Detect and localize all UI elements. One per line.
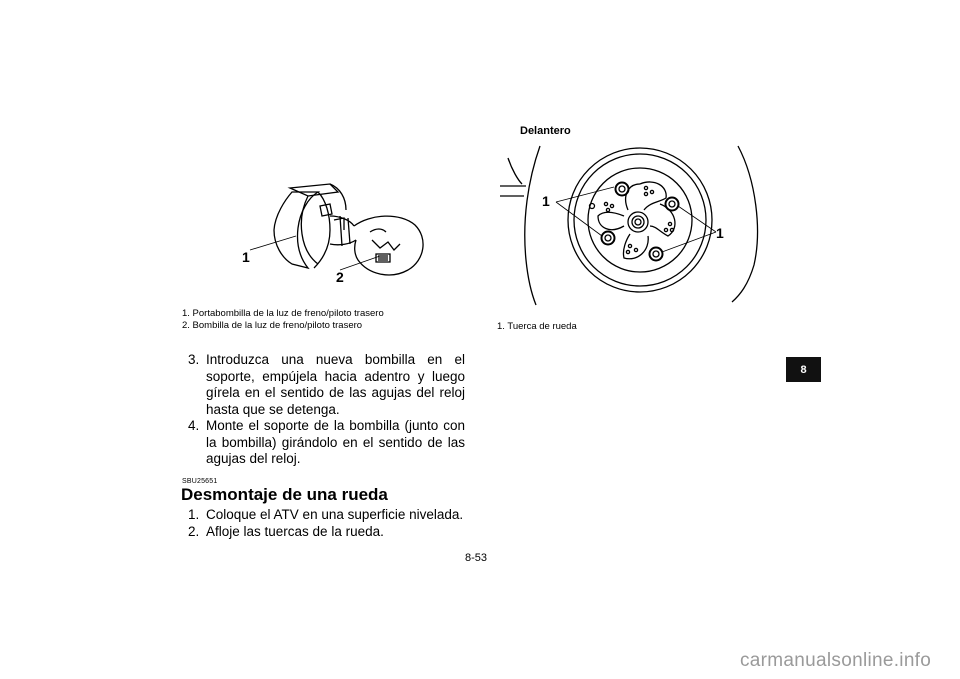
bulb-steps-list: 3. Introduzca una nueva bombilla en el s…	[182, 352, 465, 468]
step-number: 4.	[188, 418, 200, 433]
list-item: 4. Monte el soporte de la bombilla (junt…	[182, 418, 465, 468]
bulb-callout-1: 1	[242, 249, 250, 265]
step-number: 3.	[188, 352, 200, 367]
section-code: SBU25651	[182, 478, 218, 485]
step-text: Coloque el ATV en una superficie nivelad…	[206, 507, 464, 522]
caption-line: 1. Tuerca de rueda	[497, 321, 577, 332]
bulb-figure-caption: 1. Portabombilla de la luz de freno/pilo…	[182, 308, 472, 332]
section-title: Desmontaje de una rueda	[181, 485, 388, 504]
wheel-nuts-illustration: 1 1	[500, 145, 759, 306]
caption-line: 2. Bombilla de la luz de freno/piloto tr…	[182, 320, 363, 331]
list-item: 1. Coloque el ATV en una superficie nive…	[182, 507, 465, 524]
wheel-callout-right: 1	[716, 225, 724, 241]
wheel-steps-list: 1. Coloque el ATV en una superficie nive…	[182, 507, 465, 540]
bulb-callout-2: 2	[336, 269, 344, 285]
step-number: 2.	[188, 523, 200, 539]
wheel-figure-title: Delantero	[520, 125, 571, 137]
wheel-callout-left: 1	[542, 193, 550, 209]
wheel-figure-caption: 1. Tuerca de rueda	[497, 321, 747, 333]
caption-line: 1. Portabombilla de la luz de freno/pilo…	[182, 308, 384, 319]
step-text: Monte el soporte de la bombilla (junto c…	[206, 418, 465, 466]
footer-watermark: carmanualsonline.info	[740, 650, 932, 671]
step-text: Afloje las tuercas de la rueda.	[206, 523, 384, 539]
chapter-tab: 8	[786, 357, 821, 382]
step-text: Introduzca una nueva bombilla en el sopo…	[206, 352, 465, 417]
bulb-holder-illustration: 1 2	[242, 183, 424, 285]
page-number: 8-53	[465, 552, 488, 564]
list-item: 2. Afloje las tuercas de la rueda.	[182, 524, 465, 541]
list-item: 3. Introduzca una nueva bombilla en el s…	[182, 352, 465, 418]
step-number: 1.	[188, 507, 200, 522]
